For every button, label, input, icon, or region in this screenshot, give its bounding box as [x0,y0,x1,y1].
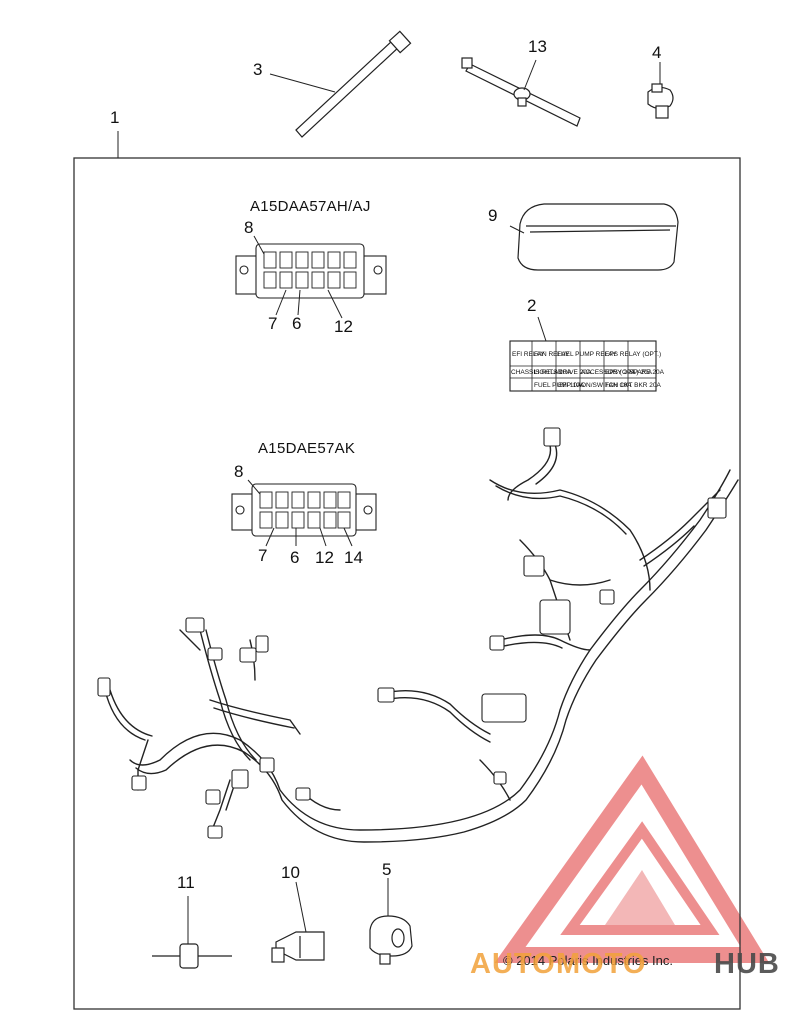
fuse-part [271,881,325,963]
watermark-text-hub: HUB [714,948,780,980]
push-mount-tie-part [461,57,581,127]
callout-9: 9 [488,206,498,225]
fuse-cell-fan-ckt-bkr: FAN CKT BKR 20A [605,382,662,389]
callout-6-bottom: 6 [290,548,300,567]
fuse-cell-efi: EFI 10A [558,382,582,389]
fuse-cell-fuel-pump-relay: FUEL PUMP RELAY [557,351,617,358]
watermark-logo [494,755,770,963]
fuse-cell-lights: LIGHTS 20A [534,369,572,376]
fuse-cell-spare: SPARE 20A [629,369,665,376]
callout-12-top: 12 [334,317,353,336]
callout-8-top: 8 [244,218,254,237]
fuse-cell-on-switch: ON/SWITCH 10A [581,382,632,389]
fuse-label-part: EFI RELAY FAN RELAY FUEL PUMP RELAY EPS … [509,316,665,392]
callout-1: 1 [110,108,120,127]
watermark-text-moto: MOTO [556,948,647,980]
callout-4: 4 [652,43,662,62]
watermark-text-auto: AUTO [470,948,556,980]
copyright-notice: © 2014 Polaris Industries Inc. [503,953,673,968]
diode-part [152,896,232,969]
connector-clip-part [369,878,413,965]
fuse-cell-eps-opt: EPS (OPT.) 20A [605,369,653,376]
model-label-top: A15DAA57AH/AJ [250,198,371,215]
clip-part [647,62,674,119]
fuse-box-cover-part [509,203,679,271]
callout-8-bottom: 8 [234,462,244,481]
fuse-cell-fan-relay: FAN RELAY [534,351,570,358]
fuse-cell-chassis-relay: CHASSIS RELAY [511,369,563,376]
model-label-bottom: A15DAE57AK [258,440,356,457]
fuse-cell-drive: DRIVE 20A [558,369,592,376]
callout-13: 13 [528,37,547,56]
harness-connectors [97,427,727,839]
callout-12-bottom: 12 [315,548,334,567]
fuse-block-top [235,235,387,319]
fuse-cell-accessory: ACCESSORY 20A [581,369,636,376]
callout-7-bottom: 7 [258,546,268,565]
kit-box [73,157,741,1010]
callout-14: 14 [344,548,363,567]
callout-3: 3 [253,60,263,79]
callout-6-top: 6 [292,314,302,333]
callout-11: 11 [177,873,195,892]
callout-2: 2 [527,296,537,315]
fuse-block-bottom [231,479,377,547]
fuse-cell-efi-relay: EFI RELAY [512,351,545,358]
callout-7-top: 7 [268,314,278,333]
callout-10: 10 [281,863,300,882]
cable-tie-part [269,30,412,138]
callout-5: 5 [382,860,392,879]
wiring-harness [104,439,739,843]
fuse-cell-eps-relay: EPS RELAY (OPT.) [605,351,661,358]
fuse-cell-fuel-pump: FUEL PUMP 10A [534,382,585,389]
